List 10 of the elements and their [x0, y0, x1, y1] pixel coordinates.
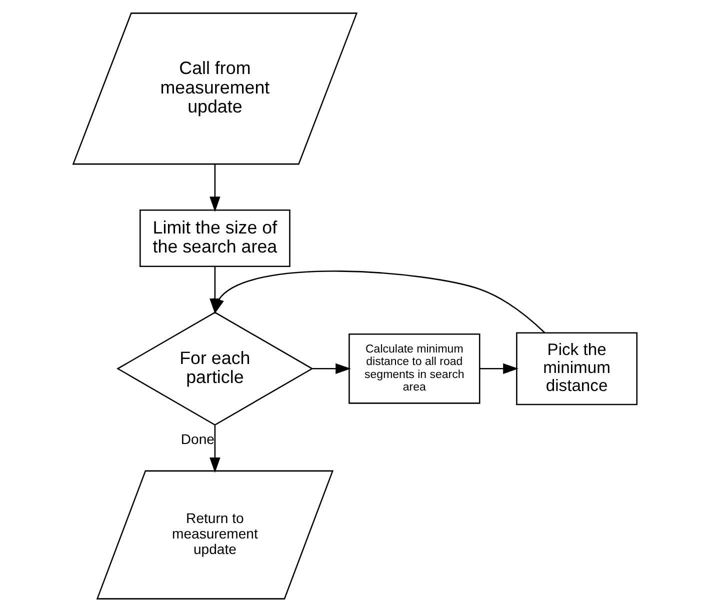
arrow	[312, 363, 350, 374]
node-diamond: For each particle	[116, 312, 313, 426]
arrow	[479, 363, 518, 374]
arrow	[209, 164, 220, 212]
node-box: Calculate minimum distance to all road segments in search area	[348, 334, 480, 404]
node-box: Pick the minimum distance	[516, 332, 638, 406]
node-box: Limit the size of the search area	[139, 209, 290, 267]
arrow	[209, 425, 220, 473]
edge-label: Done	[180, 431, 214, 448]
arrow	[213, 270, 545, 334]
